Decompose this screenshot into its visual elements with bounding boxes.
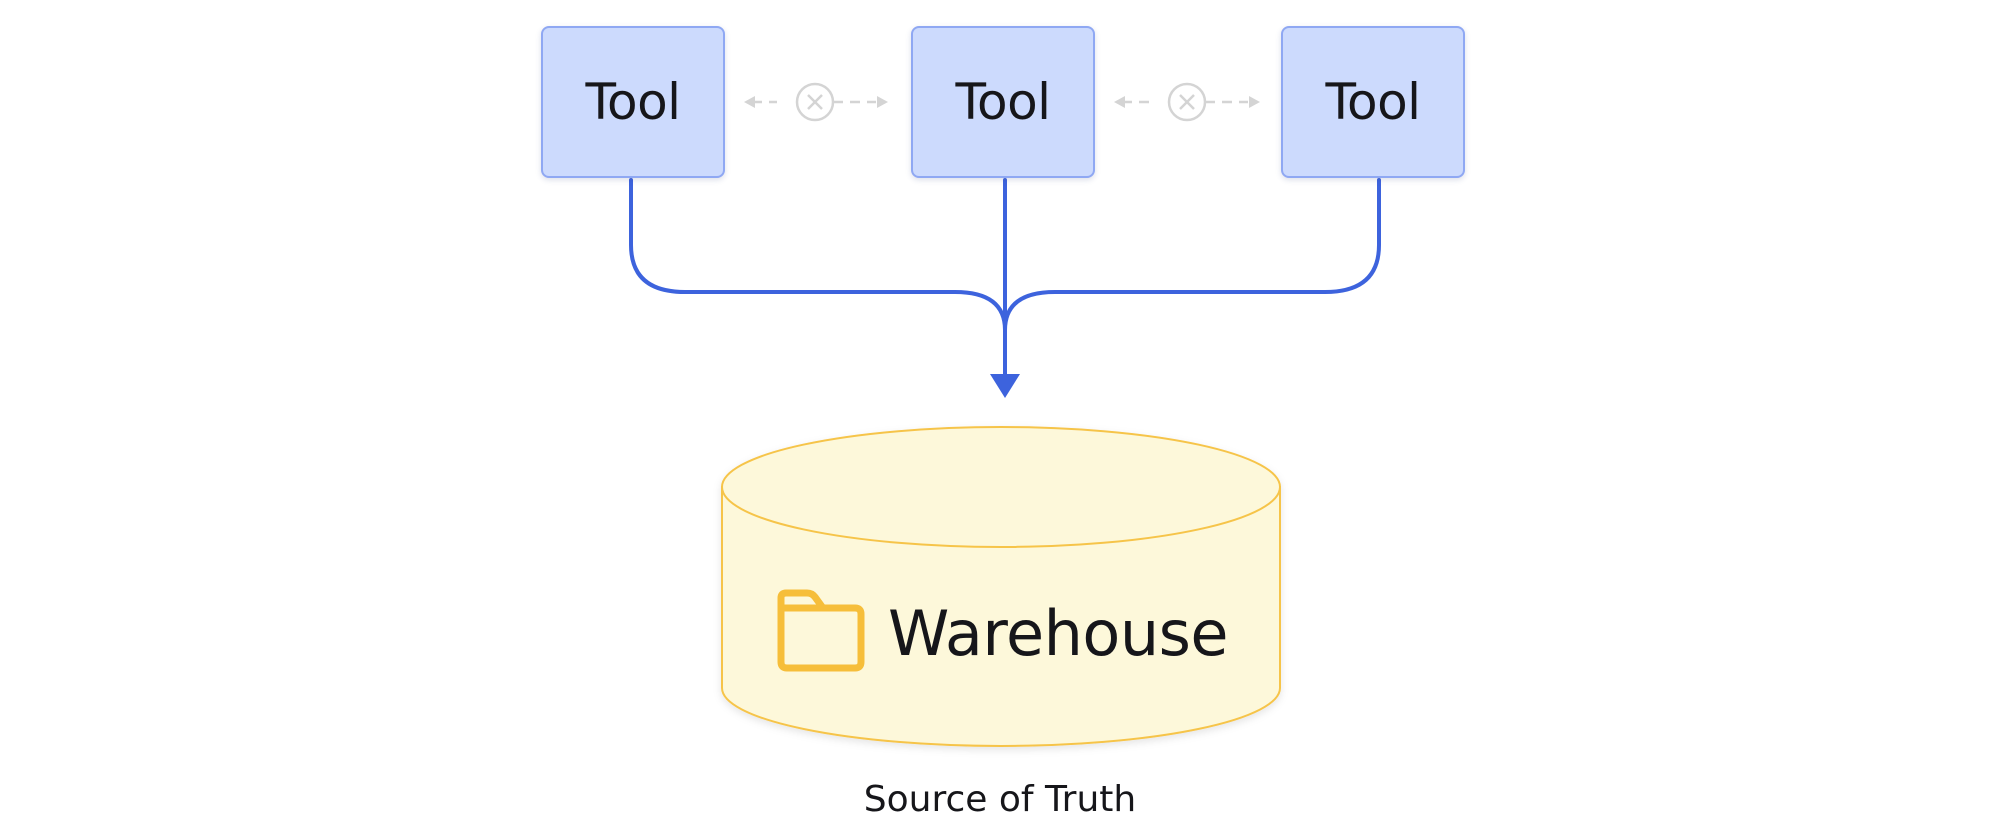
blocked-link-left (744, 82, 888, 122)
connector-right (1003, 178, 1381, 332)
tool-box-3: Tool (1281, 26, 1465, 178)
connectors (629, 178, 1381, 382)
arrowhead-right-icon (877, 96, 888, 108)
arrowhead-left-icon (1114, 96, 1125, 108)
connector-left (629, 178, 1007, 332)
caption-source-of-truth: Source of Truth (863, 779, 1137, 820)
arrowhead-left-icon (744, 96, 755, 108)
down-arrowhead-icon (990, 374, 1020, 398)
tool-label: Tool (585, 73, 681, 131)
folder-icon (777, 589, 865, 672)
tool-box-1: Tool (541, 26, 725, 178)
tool-box-2: Tool (911, 26, 1095, 178)
warehouse-cylinder (721, 426, 1281, 747)
blocked-link-right (1114, 82, 1260, 122)
warehouse-label: Warehouse (888, 597, 1229, 670)
tool-label: Tool (955, 73, 1051, 131)
tool-label: Tool (1325, 73, 1421, 131)
arrowhead-right-icon (1249, 96, 1260, 108)
